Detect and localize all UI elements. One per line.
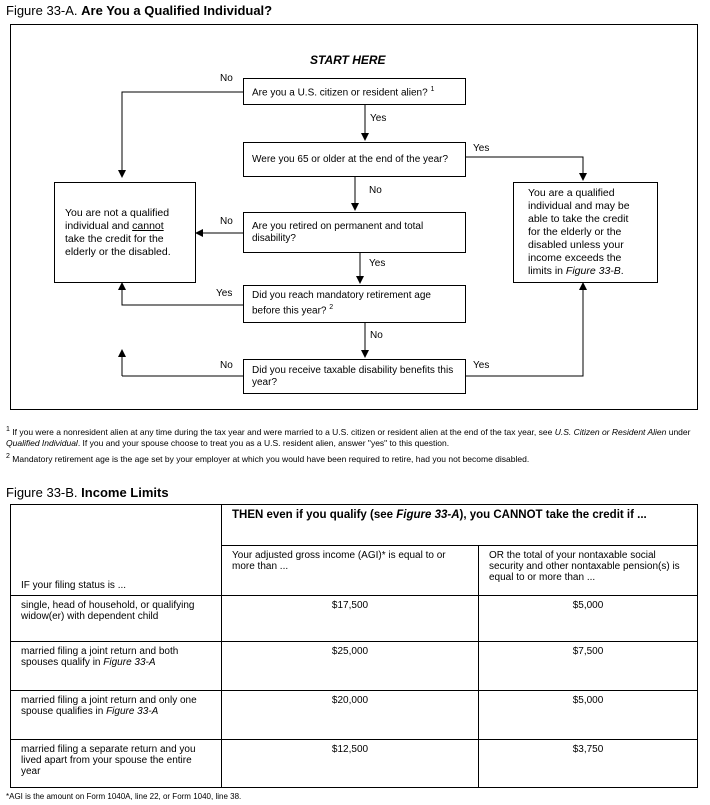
label-q2-no: No [369,185,382,196]
header-nontaxable: OR the total of your nontaxable social s… [478,545,698,596]
figure-33a-label: Figure 33-A. [6,3,78,18]
question-retired-disability: Are you retired on permanent and total d… [243,212,466,253]
header-agi: Your adjusted gross income (AGI)* is equ… [221,545,479,596]
result-not-qualified: You are not a qualified individual and c… [54,182,196,283]
table-row: married filing a joint return and both s… [10,641,698,691]
question-age-65: Were you 65 or older at the end of the y… [243,142,466,177]
label-q3-no: No [220,216,233,227]
cell-nontaxable: $7,500 [478,641,698,691]
cell-agi: $12,500 [221,739,479,788]
cell-status: married filing a joint return and both s… [10,641,222,691]
cell-nontaxable: $3,750 [478,739,698,788]
cell-agi: $17,500 [221,595,479,642]
table-row: married filing a separate return and you… [10,739,698,788]
question-mandatory-retirement: Did you reach mandatory retirement age b… [243,285,466,323]
question-citizen: Are you a U.S. citizen or resident alien… [243,78,466,105]
flowchart-connectors [118,91,587,377]
income-limits-table: IF your filing status is ... THEN even i… [10,504,698,788]
cell-status: married filing a separate return and you… [10,739,222,788]
label-q5-yes: Yes [473,360,490,371]
cell-agi: $20,000 [221,690,479,740]
arrow-q2-yes [466,156,587,181]
table-header-row-1: IF your filing status is ... THEN even i… [10,504,698,596]
label-q2-yes: Yes [473,143,490,154]
question-disability-benefits: Did you receive taxable disability benef… [243,359,466,394]
footnote-ref-1: 1 [430,85,435,93]
footnote-1: 1 If you were a nonresident alien at any… [6,426,691,448]
cell-status: single, head of household, or qualifying… [10,595,222,642]
footnote-ref-2: 2 [329,304,334,312]
flowchart-frame [10,24,698,410]
label-q1-no: No [220,73,233,84]
arrow-q5-yes [466,282,587,377]
table-row: married filing a joint return and only o… [10,690,698,740]
start-here-label: START HERE [310,53,386,67]
arrow-q4-yes [118,282,243,306]
cell-nontaxable: $5,000 [478,595,698,642]
arrow-q1-no [118,91,243,178]
label-q1-yes: Yes [370,113,387,124]
table-header-row-2: Your adjusted gross income (AGI)* is equ… [11,545,698,596]
figure-33b-heading: Income Limits [81,485,169,500]
label-q5-no: No [220,360,233,371]
label-q4-yes: Yes [216,288,233,299]
cell-status: married filing a joint return and only o… [10,690,222,740]
footnote-2: 2 Mandatory retirement age is the age se… [6,453,530,464]
result-qualified: You are a qualified individual and may b… [513,182,658,283]
header-then: THEN even if you qualify (see Figure 33-… [221,504,698,546]
figure-33b-title: Figure 33-B. Income Limits [6,485,169,500]
label-q3-yes: Yes [369,258,386,269]
figure-33a-title: Figure 33-A. Are You a Qualified Individ… [6,3,272,18]
agi-footnote: *AGI is the amount on Form 1040A, line 2… [6,792,242,801]
label-q4-no: No [370,330,383,341]
table-row: single, head of household, or qualifying… [10,595,698,642]
header-filing-status: IF your filing status is ... [10,504,222,596]
cell-nontaxable: $5,000 [478,690,698,740]
figure-33b-label: Figure 33-B. [6,485,78,500]
cell-agi: $25,000 [221,641,479,691]
figure-33a-heading: Are You a Qualified Individual? [81,3,273,18]
